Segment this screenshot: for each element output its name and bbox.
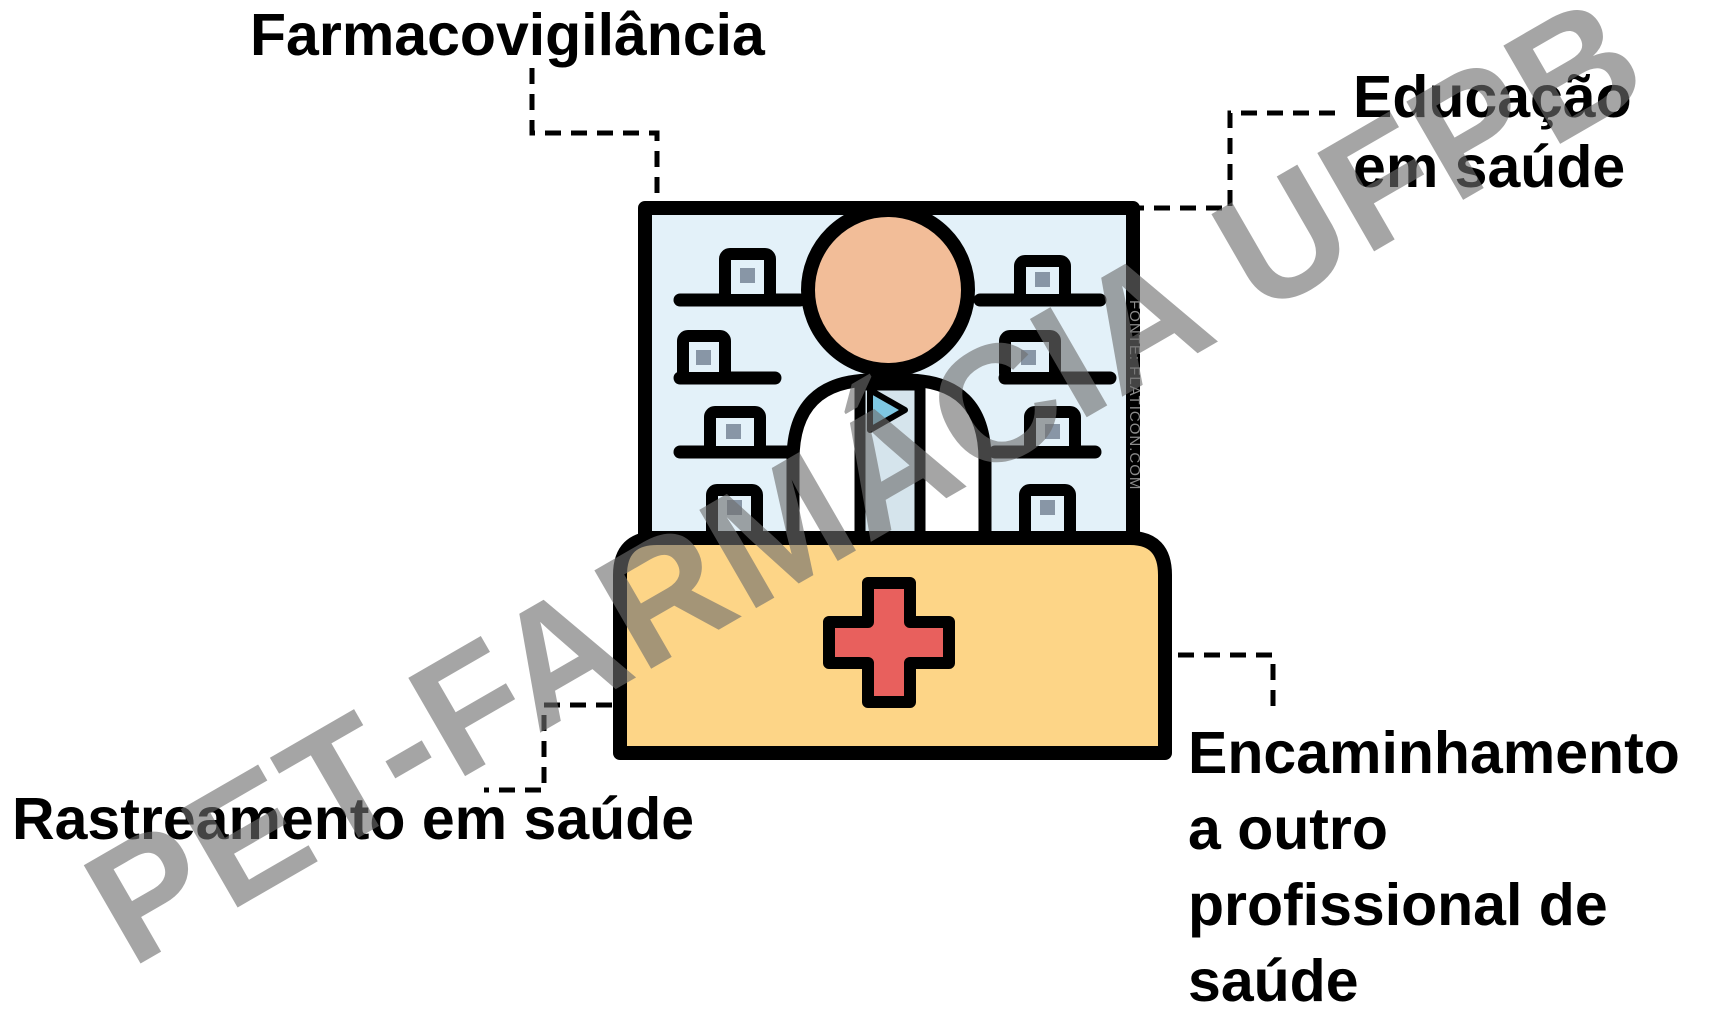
label-farmacovigilancia: Farmacovigilância — [250, 2, 765, 68]
bottle-icon — [1019, 484, 1076, 544]
label-rastreamento-em-saude: Rastreamento em saúde — [12, 786, 695, 852]
medical-cross-icon — [823, 577, 955, 708]
label-encaminhamento: Encaminhamento a outro profissional de s… — [1188, 715, 1680, 1019]
connector-encaminhamento — [1152, 652, 1276, 715]
label-encaminhamento-line-4: saúde — [1188, 948, 1359, 1014]
head — [801, 203, 975, 377]
bottle-icon — [704, 406, 766, 458]
label-encaminhamento-line-2: a outro — [1188, 796, 1388, 862]
label-educacao-line-2: em saúde — [1353, 134, 1626, 200]
bottle-icon — [719, 248, 776, 306]
connector-educacao — [1135, 110, 1335, 211]
bottle-icon — [1014, 255, 1071, 306]
connector-lines — [484, 68, 1335, 793]
label-encaminhamento-line-1: Encaminhamento — [1188, 720, 1680, 786]
medicine-bottles — [677, 248, 1081, 544]
pharmacist-figure — [786, 203, 992, 547]
bottle-icon — [1024, 406, 1081, 458]
label-educacao-em-saude: Educação em saúde — [1353, 62, 1632, 202]
bottle-icon — [677, 330, 731, 384]
label-encaminhamento-line-3: profissional de — [1188, 872, 1608, 938]
bottle-icon — [999, 330, 1061, 384]
pharmacist-at-counter-icon — [613, 201, 1172, 760]
connector-farmacovigilancia — [529, 68, 660, 203]
tie — [867, 387, 908, 433]
label-educacao-line-1: Educação — [1353, 64, 1632, 130]
connector-rastreamento — [484, 702, 612, 793]
